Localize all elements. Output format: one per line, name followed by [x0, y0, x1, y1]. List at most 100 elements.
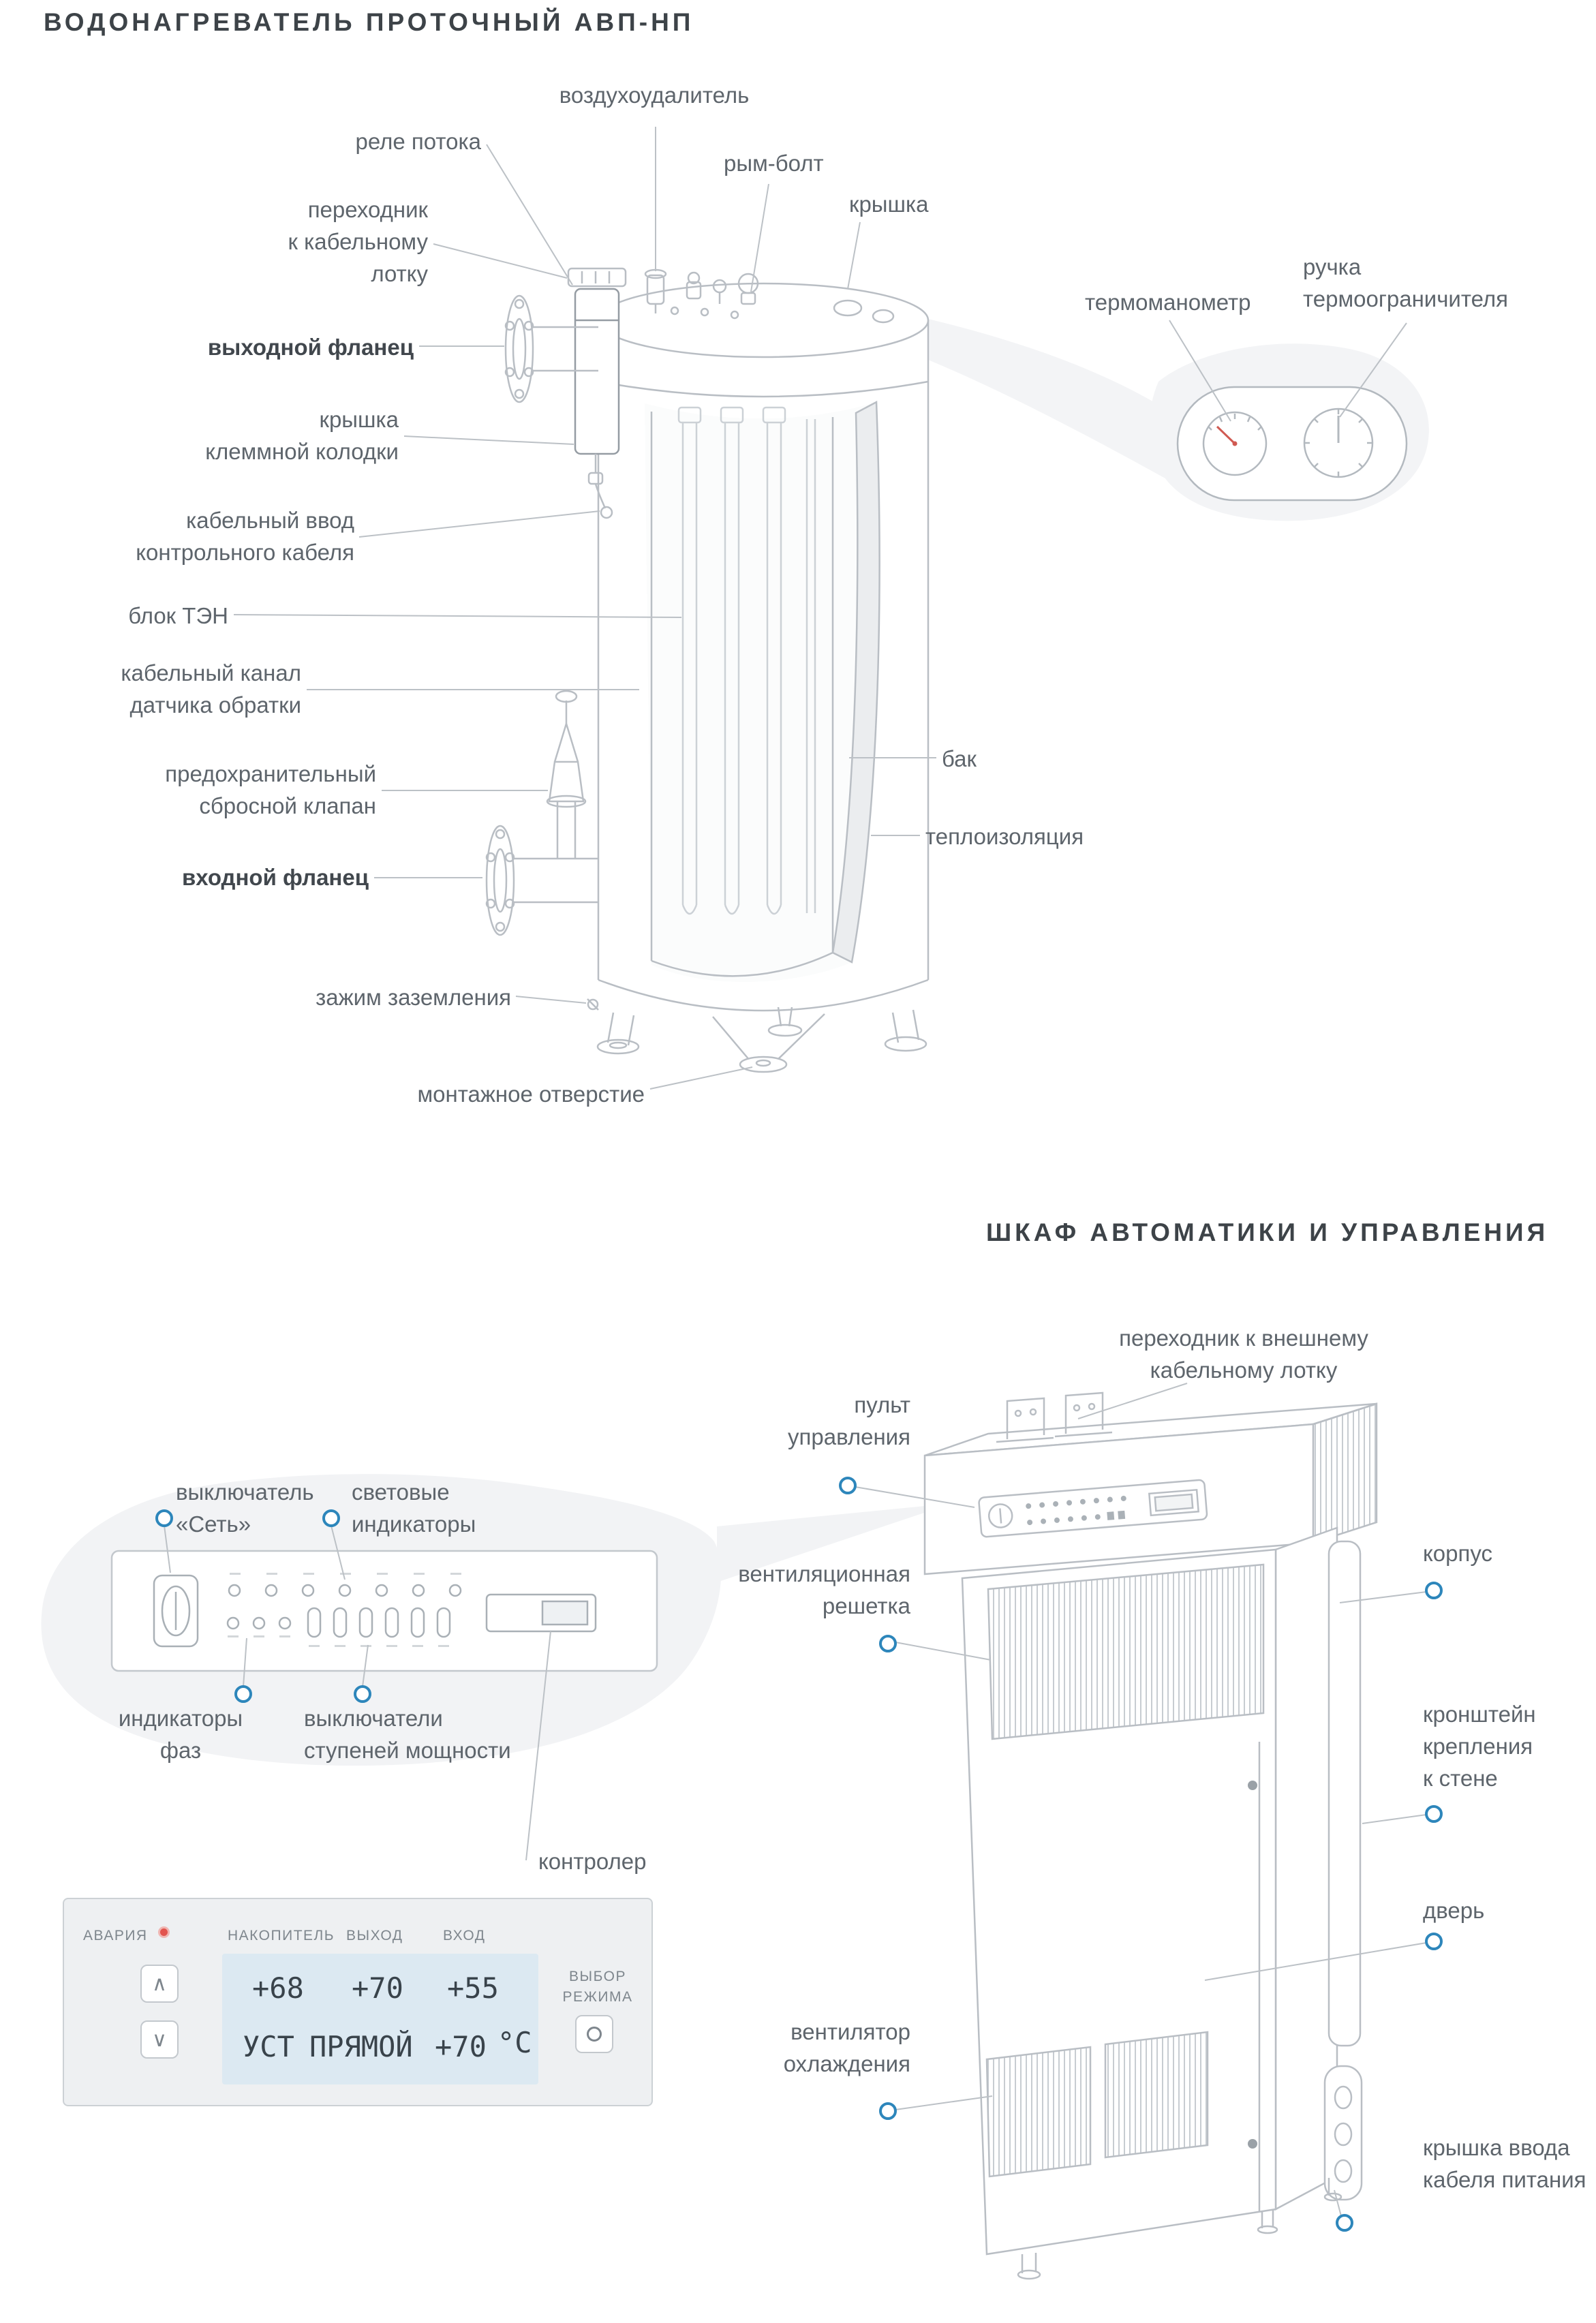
- label-inlet-flange: входной фланец: [182, 865, 369, 890]
- label-limiter-handle: ручка термоограничителя: [1303, 254, 1508, 311]
- leader-cable-entry: [358, 510, 600, 538]
- safety-valve: [546, 690, 587, 859]
- lcd-mode-value: ПРЯМОЙ: [309, 2030, 413, 2063]
- label-air-vent: воздухоудалитель: [559, 82, 750, 108]
- leader-stage: [362, 1644, 369, 1687]
- leader-lines-cabinet: [164, 1383, 1427, 2217]
- mode-button: [575, 2015, 613, 2053]
- leader-flow-relay: [486, 144, 573, 286]
- chevron-down-icon: ∨: [152, 2027, 167, 2052]
- section1-title: ВОДОНАГРЕВАТЕЛЬ ПРОТОЧНЫЙ АВП-НП: [44, 8, 694, 36]
- label-thermomanometer: термоманометр: [1085, 290, 1251, 315]
- connector-dot: [1425, 1582, 1443, 1599]
- up-button: ∧: [140, 1965, 179, 2003]
- label-mounting-hole: монтажное отверстие: [417, 1081, 645, 1107]
- leader-terminal-cover: [403, 435, 574, 445]
- lcd-set-value: +70: [435, 2030, 487, 2063]
- connector-dot: [155, 1509, 173, 1527]
- connector-dot: [322, 1509, 340, 1527]
- label-controller: контролер: [538, 1849, 647, 1874]
- leader-control-panel: [855, 1486, 975, 1508]
- legs-and-feet: [596, 1006, 927, 1055]
- limiter-knob: [1303, 407, 1374, 478]
- leader-vent-grille: [895, 1642, 992, 1661]
- connector-dot: [1336, 2214, 1353, 2232]
- inlet-flange: [485, 825, 598, 936]
- vent-grille: [987, 1563, 1265, 1740]
- label-external-tray-adapter: переходник к внешнему кабельному лотку: [1119, 1325, 1368, 1383]
- leader-controller: [525, 1631, 551, 1861]
- connector-dot: [1425, 1933, 1443, 1950]
- heater-illustration: [485, 267, 930, 1073]
- label-indicators: световые индикаторы: [352, 1479, 476, 1537]
- label-cooling-fan: вентилятор охлаждения: [783, 2019, 910, 2076]
- connector-dot: [1425, 1805, 1443, 1823]
- hinge-dot: [1248, 2139, 1257, 2149]
- connector-dot: [879, 1635, 897, 1652]
- mounting-bracket: [712, 1013, 825, 1073]
- leader-door: [1204, 1942, 1427, 1981]
- column-in: ВХОД: [443, 1928, 486, 1943]
- leader-tray-adapter: [433, 243, 568, 279]
- cabinet-feet: [1017, 2178, 1342, 2280]
- leader-thermomanometer: [1169, 320, 1231, 422]
- label-stage-switches: выключатели ступеней мощности: [304, 1706, 511, 1763]
- down-button: ∨: [140, 2020, 179, 2059]
- label-door: дверь: [1423, 1898, 1485, 1923]
- leader-eye-bolt: [750, 183, 769, 292]
- label-safety-valve: предохранительный сбросной клапан: [165, 761, 376, 818]
- leader-cable-cover: [1334, 2189, 1342, 2217]
- ground-clamp: [587, 998, 599, 1011]
- label-phase-indicators: индикаторы фаз: [118, 1706, 243, 1763]
- lcd-in-value: +55: [447, 1971, 499, 2005]
- label-return-sensor-channel: кабельный канал датчика обратки: [121, 660, 301, 718]
- label-terminal-cover: крышка клеммной колодки: [205, 407, 399, 464]
- leader-external-adapter: [1077, 1383, 1188, 1419]
- heating-elements: [677, 406, 816, 915]
- lcd-out-value: +70: [352, 1971, 403, 2005]
- leader-ground-clamp: [515, 996, 587, 1004]
- leader-power-switch: [164, 1525, 171, 1573]
- label-control-panel: пульт управления: [788, 1392, 910, 1449]
- label-power-switch: выключатель «Сеть»: [176, 1479, 314, 1537]
- leader-wall-bracket: [1362, 1814, 1427, 1824]
- label-ground-clamp: зажим заземления: [316, 985, 511, 1010]
- label-flow-relay: реле потока: [355, 129, 482, 154]
- thermomanometer-gauge: [1202, 411, 1268, 476]
- eye-bolt: [737, 273, 759, 305]
- mode-select-label: ВЫБОР РЕЖИМА: [562, 1969, 633, 2005]
- column-out: ВЫХОД: [346, 1928, 403, 1943]
- panel-illustration: [110, 1550, 658, 1672]
- leader-mounting-hole: [649, 1066, 753, 1090]
- hinge-dot: [1248, 1781, 1257, 1790]
- fan-grille: [1104, 2031, 1209, 2159]
- connector-dot: [879, 2102, 897, 2120]
- leader-indicators: [331, 1525, 346, 1580]
- label-cabinet-body: корпус: [1423, 1541, 1493, 1566]
- column-storage: НАКОПИТЕЛЬ: [228, 1928, 335, 1943]
- mode-button-icon: [587, 2027, 602, 2042]
- connector-dot: [354, 1685, 371, 1703]
- wall-bracket-rail: [1328, 1540, 1362, 2047]
- label-tank: бак: [942, 746, 977, 771]
- fan-grille: [985, 2046, 1092, 2178]
- label-wall-bracket: кронштейн крепления к стене: [1423, 1702, 1536, 1791]
- label-eye-bolt: рым-болт: [724, 151, 824, 176]
- outlet-flange: [504, 294, 598, 403]
- cable-gland: [587, 454, 613, 519]
- indicator-lamps: [228, 1573, 462, 1597]
- label-power-cable-cover: крышка ввода кабеля питания: [1423, 2135, 1586, 2192]
- connector-dots: [155, 1477, 1443, 2232]
- power-switch: [153, 1574, 199, 1648]
- phase-lamps: [226, 1616, 292, 1637]
- leader-cover: [847, 221, 861, 290]
- stage-switches: [307, 1607, 451, 1647]
- label-cable-tray-adapter: переходник к кабельному лотку: [288, 197, 429, 286]
- leader-cooling-fan: [895, 2095, 993, 2110]
- cable-tray-adapter: [567, 267, 627, 288]
- connector-dot: [839, 1477, 857, 1494]
- cabinet-illustration: [923, 1391, 1378, 2280]
- control-strip: [978, 1479, 1208, 1538]
- panel-display: [485, 1593, 597, 1633]
